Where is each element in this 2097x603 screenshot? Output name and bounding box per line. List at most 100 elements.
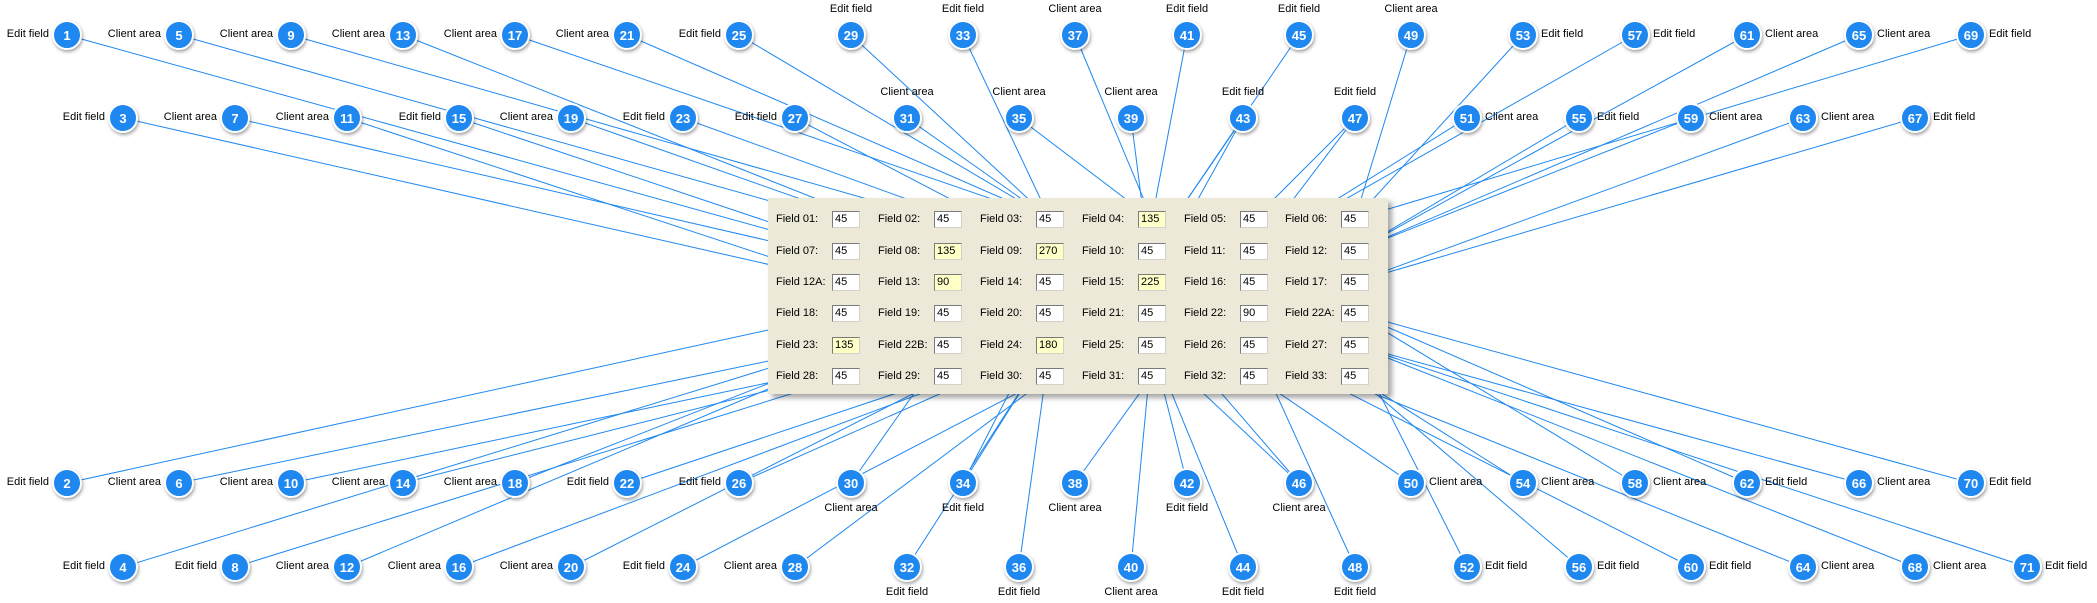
- callout-badge: 69: [1956, 20, 1986, 50]
- callout-badge: 44: [1228, 552, 1258, 582]
- callout-badge: 4: [108, 552, 138, 582]
- callout-label: Client area: [1709, 111, 1763, 123]
- callout-label: Edit field: [734, 111, 777, 123]
- callout-label: Client area: [824, 502, 878, 514]
- callout-label: Edit field: [1221, 586, 1265, 598]
- callout-badge: 42: [1172, 468, 1202, 498]
- callout-label: Client area: [1485, 111, 1539, 123]
- callout-badge: 20: [556, 552, 586, 582]
- callout-label: Edit field: [997, 586, 1041, 598]
- callout-label: Client area: [219, 476, 273, 488]
- callout-badge: 38: [1060, 468, 1090, 498]
- callout-label: Edit field: [1277, 3, 1321, 15]
- callout-badge: 26: [724, 468, 754, 498]
- edit-field[interactable]: 45: [1036, 274, 1064, 291]
- callout-badge: 65: [1844, 20, 1874, 50]
- callout-label: Client area: [275, 560, 329, 572]
- callout-badge: 33: [948, 20, 978, 50]
- callout-label: Client area: [219, 28, 273, 40]
- callout-label: Edit field: [941, 502, 985, 514]
- callout-badge: 66: [1844, 468, 1874, 498]
- callout-label: Client area: [1541, 476, 1595, 488]
- callout-label: Edit field: [1333, 586, 1377, 598]
- callout-label: Edit field: [1597, 111, 1640, 123]
- callout-badge: 64: [1788, 552, 1818, 582]
- callout-label: Edit field: [1597, 560, 1640, 572]
- callout-label: Client area: [1384, 3, 1438, 15]
- callout-badge: 13: [388, 20, 418, 50]
- callout-label: Edit field: [398, 111, 441, 123]
- callout-label: Edit field: [1765, 476, 1808, 488]
- callout-label: Client area: [331, 476, 385, 488]
- callout-badge: 35: [1004, 103, 1034, 133]
- callout-label: Edit field: [6, 476, 49, 488]
- edit-field[interactable]: 45: [1240, 274, 1268, 291]
- callout-badge: 8: [220, 552, 250, 582]
- callout-badge: 53: [1508, 20, 1538, 50]
- callout-label: Client area: [1104, 586, 1158, 598]
- callout-badge: 36: [1004, 552, 1034, 582]
- callout-badge: 28: [780, 552, 810, 582]
- callout-label: Edit field: [1989, 28, 2032, 40]
- callout-badge: 57: [1620, 20, 1650, 50]
- callout-label: Edit field: [678, 476, 721, 488]
- callout-label: Client area: [163, 111, 217, 123]
- callout-label: Client area: [1765, 28, 1819, 40]
- callout-label: Edit field: [1221, 86, 1265, 98]
- callout-badge: 6: [164, 468, 194, 498]
- callout-badge: 43: [1228, 103, 1258, 133]
- callout-badge: 59: [1676, 103, 1706, 133]
- callout-label: Client area: [1048, 502, 1102, 514]
- field-label: Field 17:: [1285, 276, 1328, 288]
- callout-badge: 30: [836, 468, 866, 498]
- callout-badge: 71: [2012, 552, 2042, 582]
- callout-badge: 1: [52, 20, 82, 50]
- callout-label: Client area: [880, 86, 934, 98]
- callout-badge: 48: [1340, 552, 1370, 582]
- callout-badge: 15: [444, 103, 474, 133]
- callout-badge: 46: [1284, 468, 1314, 498]
- callout-badge: 51: [1452, 103, 1482, 133]
- callout-badge: 16: [444, 552, 474, 582]
- callout-badge: 27: [780, 103, 810, 133]
- callout-label: Edit field: [1933, 111, 1976, 123]
- callout-badge: 61: [1732, 20, 1762, 50]
- callout-badge: 47: [1340, 103, 1370, 133]
- callout-label: Client area: [499, 111, 553, 123]
- callout-label: Client area: [1104, 86, 1158, 98]
- callout-label: Edit field: [6, 28, 49, 40]
- callout-badge: 17: [500, 20, 530, 50]
- callout-label: Edit field: [62, 560, 105, 572]
- callout-label: Client area: [443, 28, 497, 40]
- callout-badge: 52: [1452, 552, 1482, 582]
- callout-badge: 31: [892, 103, 922, 133]
- callout-badge: 37: [1060, 20, 1090, 50]
- callout-badge: 22: [612, 468, 642, 498]
- callout-label: Client area: [1272, 502, 1326, 514]
- callout-label: Client area: [1653, 476, 1707, 488]
- callout-label: Edit field: [566, 476, 609, 488]
- callout-label: Edit field: [885, 586, 929, 598]
- field-label: Field 21:: [1082, 307, 1125, 319]
- callout-badge: 62: [1732, 468, 1762, 498]
- callout-badge: 68: [1900, 552, 1930, 582]
- callout-badge: 29: [836, 20, 866, 50]
- callout-label: Client area: [723, 560, 777, 572]
- callout-label: Client area: [1821, 111, 1875, 123]
- callout-label: Edit field: [1541, 28, 1584, 40]
- callout-badge: 50: [1396, 468, 1426, 498]
- callout-badge: 34: [948, 468, 978, 498]
- callout-label: Client area: [107, 476, 161, 488]
- callout-badge: 56: [1564, 552, 1594, 582]
- callout-label: Edit field: [1989, 476, 2032, 488]
- callout-badge: 19: [556, 103, 586, 133]
- callout-label: Edit field: [1165, 3, 1209, 15]
- field-label: Field 14:: [980, 276, 1023, 288]
- callout-badge: 49: [1396, 20, 1426, 50]
- callout-label: Client area: [443, 476, 497, 488]
- callout-label: Client area: [1048, 3, 1102, 15]
- callout-label: Edit field: [1485, 560, 1528, 572]
- callout-label: Client area: [1877, 476, 1931, 488]
- callout-label: Edit field: [941, 3, 985, 15]
